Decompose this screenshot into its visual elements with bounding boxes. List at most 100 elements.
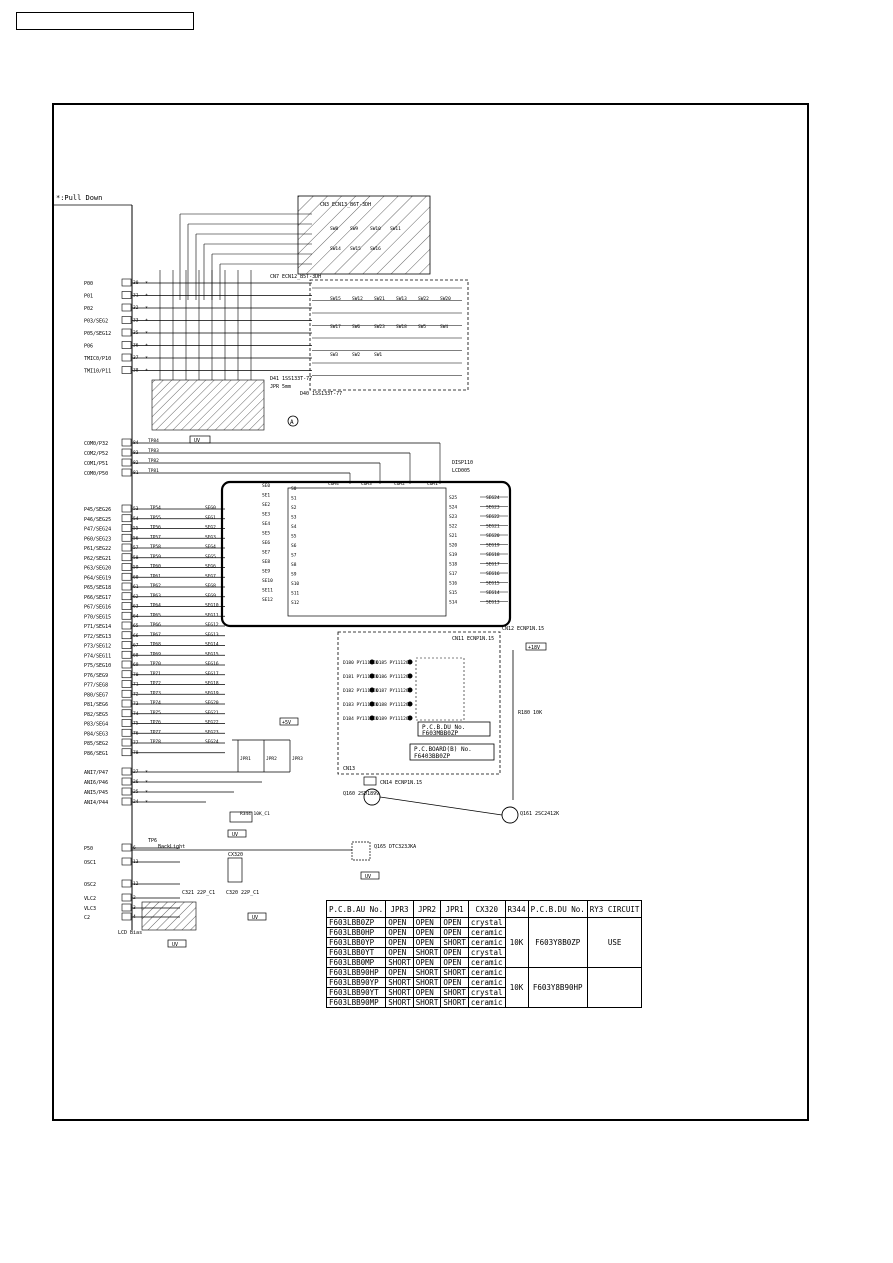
led-right-symbol-4: [407, 715, 413, 721]
config-cell: ceramic: [467, 967, 506, 978]
key-pin-1-box: [121, 291, 132, 299]
config-cell: SHORT: [385, 997, 414, 1008]
seg-net-11: SEG11: [205, 612, 219, 618]
lcd-left-s-10: S10: [291, 581, 299, 587]
lcd-left-s-1: S1: [291, 496, 297, 502]
seg-net-16: SEG16: [205, 661, 219, 667]
seg-pin-9-label: P66/SEG17: [84, 595, 111, 601]
pulldown-mark-6: *: [145, 356, 148, 362]
config-cell: SHORT: [440, 987, 469, 998]
seg-tp-7: TP61: [150, 573, 161, 579]
q161-symbol: [501, 806, 519, 824]
config-cell: SHORT: [440, 937, 469, 948]
key-pin-4-label: P05/SEG12: [84, 331, 111, 337]
led-right-0: D185 PY1112CK: [376, 660, 412, 666]
seg-pin-2-label: P47/SEG24: [84, 527, 111, 533]
d40-label: D40 1SS133T-77: [300, 391, 342, 397]
seg-net-17: SEG17: [205, 671, 219, 677]
config-cell: ceramic: [467, 997, 506, 1008]
config-cell: F603LBB0MP: [325, 957, 387, 968]
seg-pin-21-box: [121, 709, 132, 718]
lcd-right-seg-1: S24: [449, 505, 457, 511]
lcd-part: LCD005: [452, 468, 470, 474]
seg-pin-10-label: P67/SEG16: [84, 605, 111, 611]
seg-tp-1: TP55: [150, 515, 161, 521]
seg-net-12: SEG12: [205, 622, 219, 628]
seg-pin-24-label: P85/SEG2: [84, 741, 108, 747]
led-right-4: D189 PY1112CK: [376, 716, 412, 722]
seg-net-20: SEG20: [205, 700, 219, 706]
seg-net-14: SEG14: [205, 642, 219, 648]
q-wire: [379, 796, 503, 816]
config-cell: F603LBB90MP: [325, 997, 387, 1008]
seg-net-5: SEG5: [205, 554, 216, 560]
com-pin-1-box: [121, 448, 132, 457]
seg-pin-0-label: P45/SEG26: [84, 507, 111, 513]
q161-label: Q161 2SC2412K: [520, 811, 559, 817]
cx320-label: CX320: [228, 852, 243, 858]
r344-label: R344 10K_C1: [240, 811, 270, 817]
main-key-14: SW1: [374, 352, 382, 358]
main-key-3: SW13: [396, 296, 407, 302]
lcd-left-seg-8: SE8: [262, 559, 270, 565]
led-left-symbol-0: [369, 659, 375, 665]
main-key-12: SW3: [330, 352, 338, 358]
led-left-0: D180 PY1112CK: [343, 660, 379, 666]
header-box: [16, 12, 194, 30]
uv-box-3: [227, 829, 247, 838]
seg-tp-3: TP57: [150, 534, 161, 540]
main-key-7: SW6: [352, 324, 360, 330]
backlight-label: BackLight: [158, 844, 185, 850]
top-key-3: SW11: [390, 226, 401, 232]
seg-net-4: SEG4: [205, 544, 216, 550]
com-pin-1-label: COM2/P52: [84, 451, 108, 457]
com-pin-3-label: COM0/P50: [84, 471, 108, 477]
uv-box-2: [360, 871, 380, 880]
seg-net-9: SEG9: [205, 593, 216, 599]
lcd-left-s-5: S5: [291, 534, 297, 540]
key-pin-0-box: [121, 278, 132, 287]
ani-pulldown-3: *: [145, 800, 148, 806]
jumper-label-1: JPR2: [266, 756, 277, 762]
seg-net-0: SEG0: [205, 505, 216, 511]
uv-label-4: UV: [252, 915, 258, 921]
top-key-1: SW9: [350, 226, 358, 232]
lcd-left-s-6: S6: [291, 543, 297, 549]
seg-tp-21: TP75: [150, 710, 161, 716]
lcd-bias-label: LCD Bias: [118, 930, 142, 936]
config-cell: F603LBB90HP: [325, 967, 387, 978]
config-cell: F603LBB0HP: [325, 927, 387, 938]
main-key-1: SW12: [352, 296, 363, 302]
lcd-right-net-6: SEG18: [486, 552, 500, 558]
lcd-left-s-3: S3: [291, 515, 297, 521]
ani-pin-1-label: ANI6/P46: [84, 780, 108, 786]
seg-pin-18-box: [121, 680, 132, 688]
q165-label: Q165 DTC323JKA: [374, 844, 416, 850]
config-table: P.C.B.AU No. JPR3 JPR2 JPR1 CX320 R344 P…: [325, 900, 643, 1008]
config-group-r344: 10K: [504, 967, 529, 1008]
seg-pin-1-label: P46/SEG25: [84, 517, 111, 523]
schematic-frame: [52, 103, 809, 1121]
lcd-right-seg-9: S16: [449, 581, 457, 587]
seg-pin-7-label: P64/SEG19: [84, 575, 111, 581]
lcd-left-seg-4: SE4: [262, 521, 270, 527]
bottom-pin-1-label: OSC1: [84, 860, 96, 866]
seg-pin-11-label: P70/SEG15: [84, 614, 111, 620]
lcd-com-3: COM1: [427, 481, 438, 487]
main-key-13: SW2: [352, 352, 360, 358]
key-pin-7-label: TMI10/P11: [84, 369, 111, 375]
hdr-jpr2: JPR2: [412, 900, 442, 918]
lcd-right-seg-8: S17: [449, 571, 457, 577]
top-key-2: SW10: [370, 226, 381, 232]
c320-label: C320 22P_C1: [226, 890, 259, 896]
bottom-pin-5-box: [121, 912, 132, 921]
uv-box-5: [167, 939, 187, 948]
lcd-right-seg-7: S18: [449, 562, 457, 568]
lcd-left-s-8: S8: [291, 562, 297, 568]
lcd-right-net-5: SEG19: [486, 543, 500, 549]
config-cell: OPEN: [412, 937, 442, 948]
seg-tp-10: TP64: [150, 603, 161, 609]
lcd-left-seg-0: SE0: [262, 483, 270, 489]
